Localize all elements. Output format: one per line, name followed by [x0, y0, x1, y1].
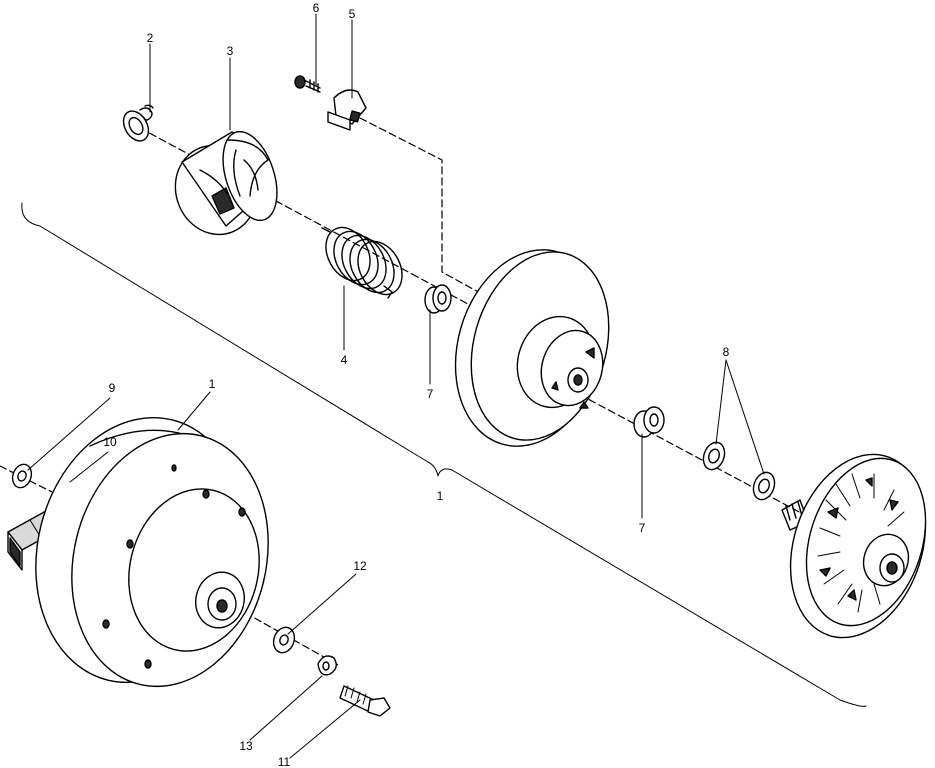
part-11-bolt: [339, 685, 391, 717]
callout-5: 5: [349, 7, 356, 21]
callout-3: 3: [227, 44, 234, 58]
part-7-bushing-upper: [424, 284, 452, 314]
part-13-lock-washer: [317, 655, 337, 676]
fixed-sheave: [781, 453, 927, 639]
callout-7-lower: 7: [639, 521, 646, 535]
callout-1-clutch: 1: [209, 377, 216, 391]
part-1-assembled-clutch: [35, 416, 269, 688]
assembly-bracket: [21, 202, 867, 707]
part-8-washers: [702, 441, 776, 501]
part-12-washer: [272, 626, 296, 654]
callout-13: 13: [239, 739, 253, 753]
callout-4: 4: [341, 353, 348, 367]
callout-10: 10: [103, 435, 117, 449]
leader-lines: [27, 13, 765, 759]
part-6-screw: [294, 75, 321, 93]
part-4-torsion-spring: [321, 226, 403, 299]
callout-9: 9: [109, 381, 116, 395]
part-9-washer: [11, 463, 33, 489]
part-2-retaining-clip: [122, 104, 154, 142]
callout-labels: 2 3 6 5 4 7 7 8 9 10 1 1 12 13 11: [103, 1, 729, 768]
part-3-helix-cam: [174, 130, 278, 236]
callout-8: 8: [723, 345, 730, 359]
callout-12: 12: [353, 559, 367, 573]
part-5-slider-button: [327, 89, 367, 131]
movable-sheave: [454, 249, 610, 447]
callout-1-bracket: 1: [437, 489, 444, 503]
callout-11: 11: [278, 755, 291, 768]
callout-7-upper: 7: [427, 387, 434, 401]
callout-2: 2: [147, 31, 154, 45]
part-7-bushing-lower: [633, 406, 665, 438]
callout-6: 6: [313, 1, 320, 15]
